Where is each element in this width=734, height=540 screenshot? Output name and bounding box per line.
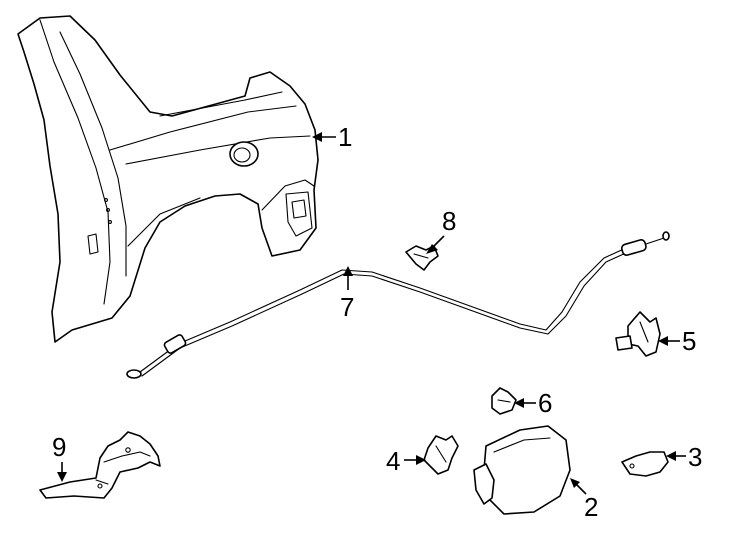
callout-7: 7 bbox=[340, 266, 354, 322]
callout-1: 1 bbox=[312, 122, 352, 152]
callout-1-label: 1 bbox=[338, 122, 352, 152]
callout-5: 5 bbox=[658, 326, 696, 356]
callout-6-label: 6 bbox=[538, 388, 552, 418]
fuel-door bbox=[473, 425, 571, 515]
callout-4-label: 4 bbox=[386, 446, 400, 476]
callout-4: 4 bbox=[386, 446, 426, 476]
callout-7-label: 7 bbox=[340, 292, 354, 322]
callout-3: 3 bbox=[666, 442, 702, 472]
callout-6: 6 bbox=[514, 388, 552, 418]
release-cable bbox=[126, 231, 670, 379]
hinge bbox=[423, 435, 459, 475]
door-bracket bbox=[621, 451, 669, 477]
callout-3-label: 3 bbox=[688, 442, 702, 472]
quarter-panel bbox=[17, 15, 319, 343]
callout-9-label: 9 bbox=[52, 432, 66, 462]
release-lever bbox=[39, 431, 161, 499]
clip bbox=[491, 387, 517, 415]
callout-8-label: 8 bbox=[442, 206, 456, 236]
callout-2-label: 2 bbox=[584, 492, 598, 522]
lock-actuator bbox=[615, 311, 661, 357]
callout-2: 2 bbox=[570, 478, 598, 522]
callout-9: 9 bbox=[52, 432, 67, 482]
callout-5-label: 5 bbox=[682, 326, 696, 356]
callout-8: 8 bbox=[426, 206, 456, 254]
